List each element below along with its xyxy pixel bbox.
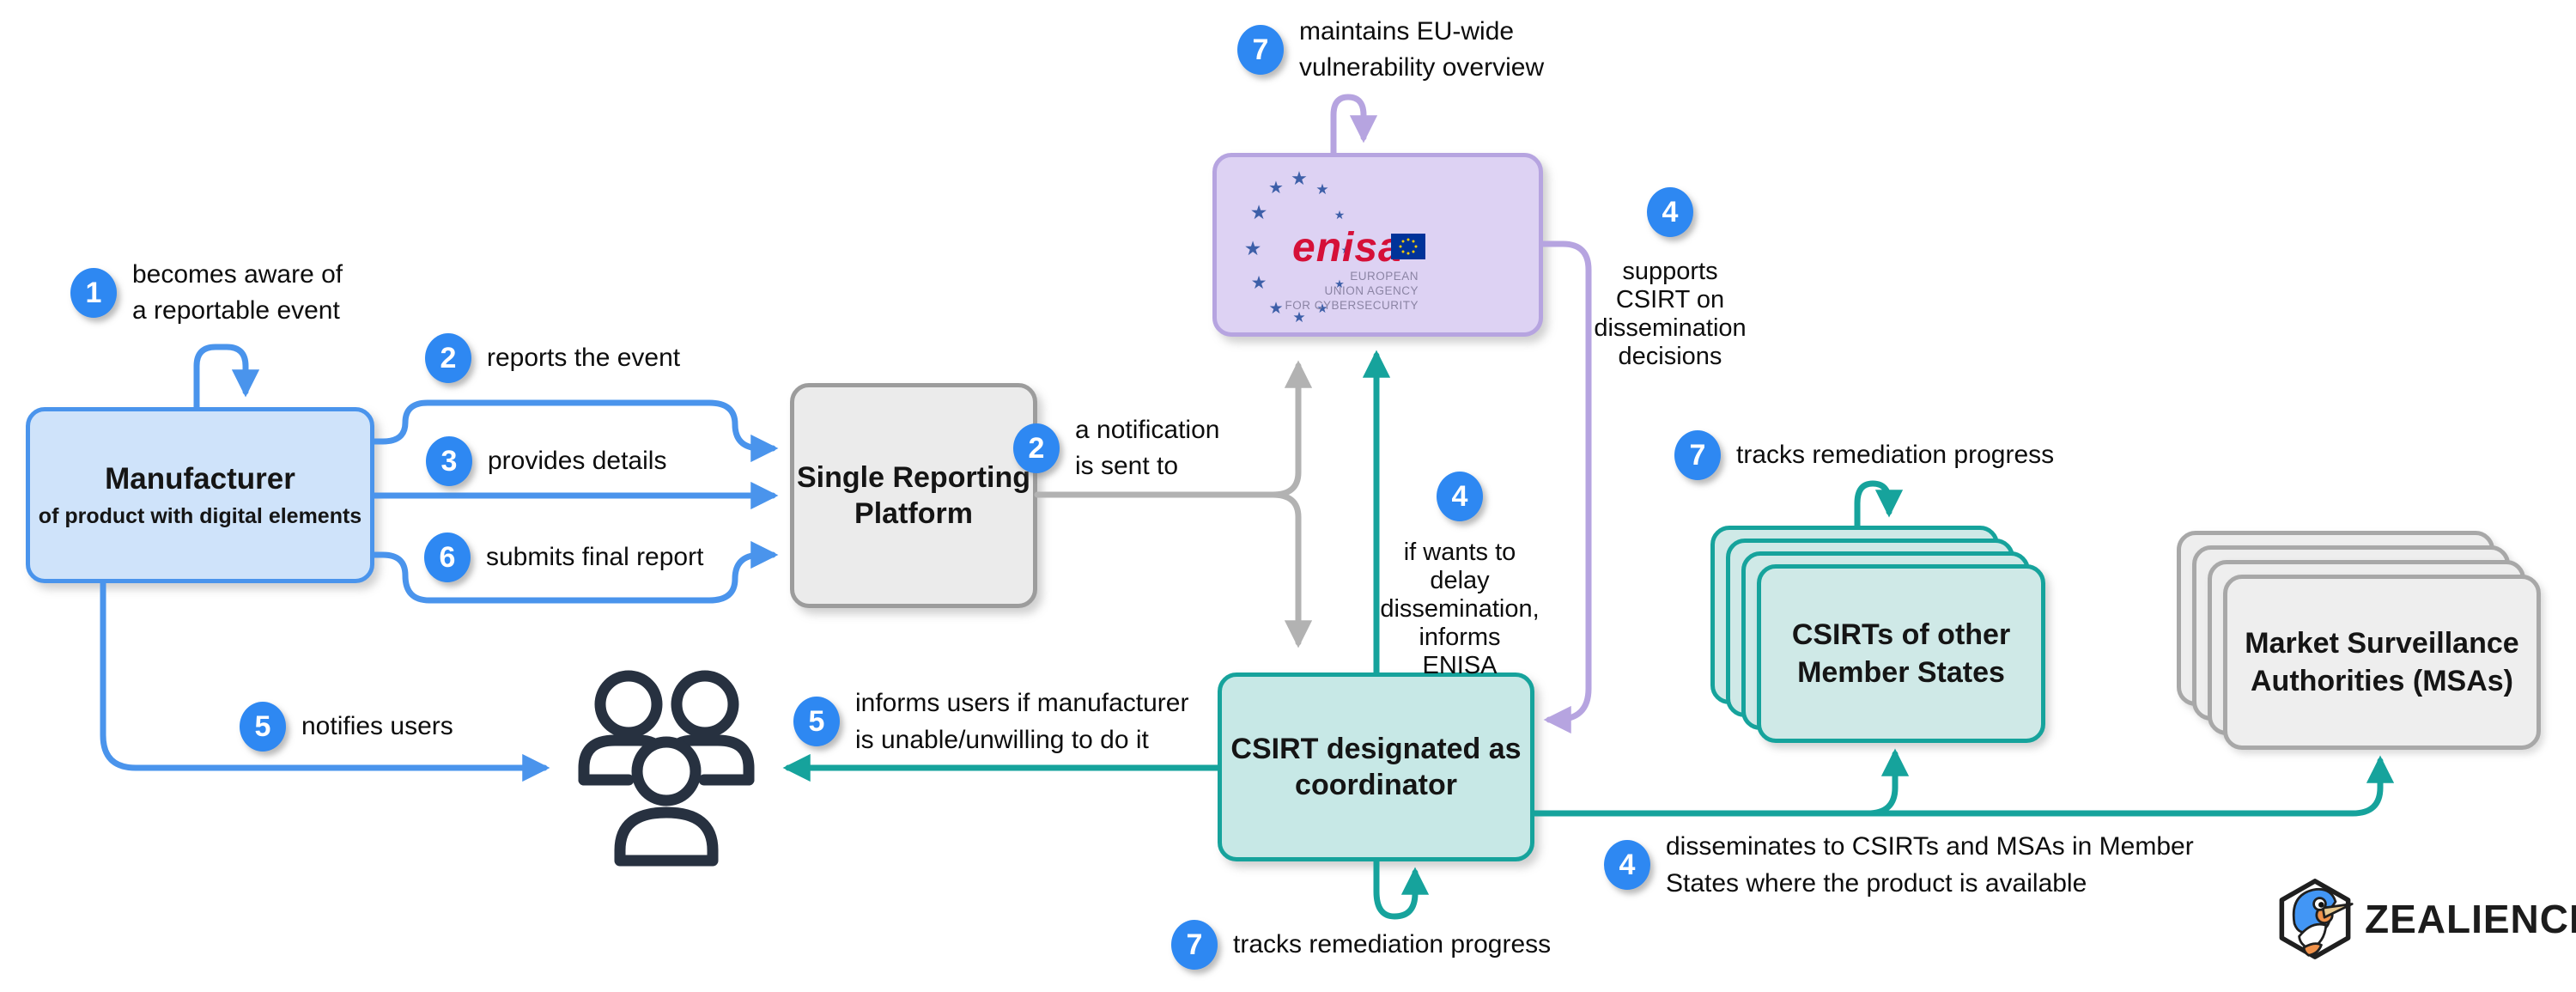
label-text: a reportable event	[132, 296, 340, 325]
label-text: becomes aware of	[132, 260, 343, 289]
label-text: ENISA	[1422, 652, 1498, 679]
zealience-logo: ZEALIENCE	[2275, 878, 2576, 960]
svg-text:★: ★	[1291, 168, 1308, 190]
msas-title-line2: Authorities (MSAs)	[2251, 665, 2513, 697]
step-badge-3: 3	[426, 436, 472, 486]
zealience-wordmark: ZEALIENCE	[2365, 897, 2576, 941]
svg-text:★: ★	[1268, 177, 1284, 198]
label-disseminates: 4 disseminates to CSIRTs and MSAs in Mem…	[1604, 828, 2194, 902]
arrow-disseminates-to-msas	[1531, 755, 2395, 817]
svg-text:★: ★	[1334, 278, 1345, 291]
label-submits-final-report: 6 submits final report	[424, 533, 703, 582]
label-text: decisions	[1618, 343, 1722, 370]
label-tracks-remediation-right: 7 tracks remediation progress	[1674, 430, 2054, 480]
step-badge-7b: 7	[1674, 430, 1721, 480]
svg-text:★: ★	[1251, 272, 1267, 293]
label-text: dissemination,	[1380, 595, 1540, 623]
step-badge-2b: 2	[1013, 423, 1060, 473]
label-provides-details: 3 provides details	[426, 436, 666, 486]
svg-text:★: ★	[1315, 181, 1328, 198]
step-badge-7a: 7	[1237, 25, 1284, 75]
arrow-disseminates-to-csirts	[1864, 748, 1910, 817]
svg-text:★: ★	[1334, 209, 1346, 222]
enisa-wordmark: enisa	[1292, 225, 1402, 271]
svg-text:★: ★	[1316, 301, 1327, 316]
step-badge-4c: 4	[1604, 840, 1650, 890]
label-text: submits final report	[486, 543, 704, 571]
platform-title-line2: Platform	[854, 497, 973, 530]
step-badge-1: 1	[70, 268, 117, 318]
msas-stack-front-card: Market Surveillance Authorities (MSAs)	[2223, 575, 2541, 750]
svg-text:★: ★	[1341, 244, 1351, 256]
label-text: maintains EU-wide	[1299, 17, 1515, 46]
svg-text:★: ★	[1244, 238, 1262, 260]
arrow-enisa-self-loop	[1330, 94, 1378, 156]
manufacturer-node: Manufacturer of product with digital ele…	[26, 407, 374, 583]
single-reporting-platform-node: Single Reporting Platform	[790, 383, 1037, 608]
label-text: provides details	[488, 447, 667, 475]
csirts-title-line2: Member States	[1797, 656, 2005, 689]
kingfisher-hexagon-icon	[2279, 879, 2354, 959]
csirts-title-line1: CSIRTs of other	[1791, 618, 2011, 651]
label-text: delay	[1430, 567, 1490, 594]
svg-text:★: ★	[1292, 309, 1305, 326]
label-becomes-aware: 1 becomes aware of a reportable event	[70, 257, 343, 329]
label-delay-dissemination: 4 if wants to delay dissemination, infor…	[1365, 472, 1554, 680]
label-text: CSIRT on	[1615, 286, 1725, 313]
enisa-agency-line2: UNION AGENCY	[1324, 284, 1419, 297]
csirt-coordinator-node: CSIRT designated as coordinator	[1218, 672, 1534, 861]
step-badge-5b: 5	[793, 697, 840, 746]
label-notification-sent: 2 a notification is sent to	[1013, 412, 1219, 484]
svg-text:★: ★	[1268, 299, 1283, 318]
label-supports-csirt: 4 supports CSIRT on dissemination decisi…	[1576, 187, 1765, 371]
label-text: dissemination	[1594, 314, 1747, 342]
label-text: tracks remediation progress	[1736, 441, 2055, 469]
enisa-agency-line3: FOR CYBERSECURITY	[1285, 299, 1419, 312]
label-text: tracks remediation progress	[1233, 930, 1552, 959]
csirt-title-line2: coordinator	[1295, 769, 1457, 801]
manufacturer-title: Manufacturer	[105, 462, 295, 496]
label-text: is unable/unwilling to do it	[855, 726, 1149, 754]
enisa-agency-text: EUROPEAN UNION AGENCY FOR CYBERSECURITY	[1268, 269, 1419, 313]
label-tracks-remediation-bottom: 7 tracks remediation progress	[1171, 920, 1551, 970]
step-badge-4a: 4	[1647, 187, 1693, 237]
label-reports-event: 2 reports the event	[425, 333, 680, 383]
label-text: disseminates to CSIRTs and MSAs in Membe…	[1666, 832, 2194, 861]
step-badge-7c: 7	[1171, 920, 1218, 970]
label-notifies-users: 5 notifies users	[240, 702, 453, 752]
label-text: is sent to	[1075, 452, 1179, 480]
label-maintains-overview: 7 maintains EU-wide vulnerability overvi…	[1237, 14, 1544, 86]
label-text: vulnerability overview	[1299, 53, 1545, 82]
arrow-manufacturer-self-loop	[193, 344, 260, 411]
step-badge-5a: 5	[240, 702, 286, 752]
enisa-stars-icon: ★ ★ ★ ★ ★ ★ ★ ★ ★ ★ ★ ★	[1244, 168, 1351, 326]
label-text: supports	[1622, 258, 1718, 285]
platform-title-line1: Single Reporting	[797, 460, 1030, 494]
arrow-csirts-stack-self-loop	[1854, 480, 1904, 529]
label-text: States where the product is available	[1666, 869, 2087, 898]
label-text: informs	[1419, 624, 1501, 651]
manufacturer-subtitle: of product with digital elements	[38, 503, 362, 528]
users-icon	[578, 670, 755, 867]
enisa-agency-line1: EUROPEAN	[1350, 270, 1419, 283]
label-text: reports the event	[487, 344, 681, 372]
arrow-platform-to-csirt	[1269, 491, 1313, 648]
enisa-node: ★ ★ ★ ★ ★ ★ ★ ★ ★ ★ ★ ★ enisa	[1212, 153, 1543, 337]
label-informs-users: 5 informs users if manufacturer is unabl…	[793, 685, 1188, 758]
label-text: if wants to	[1403, 539, 1516, 566]
step-badge-4b: 4	[1437, 472, 1483, 521]
svg-text:★: ★	[1250, 202, 1268, 224]
label-text: a notification	[1075, 416, 1220, 444]
label-text: notifies users	[301, 712, 453, 740]
label-text: informs users if manufacturer	[855, 689, 1189, 717]
arrow-csirt-self-loop	[1373, 858, 1430, 920]
csirts-stack-front-card: CSIRTs of other Member States	[1757, 564, 2045, 743]
step-badge-6: 6	[424, 533, 471, 582]
csirt-title-line1: CSIRT designated as	[1230, 732, 1522, 765]
step-badge-2: 2	[425, 333, 471, 383]
eu-flag-icon	[1391, 234, 1425, 259]
msas-title-line1: Market Surveillance	[2245, 626, 2519, 660]
